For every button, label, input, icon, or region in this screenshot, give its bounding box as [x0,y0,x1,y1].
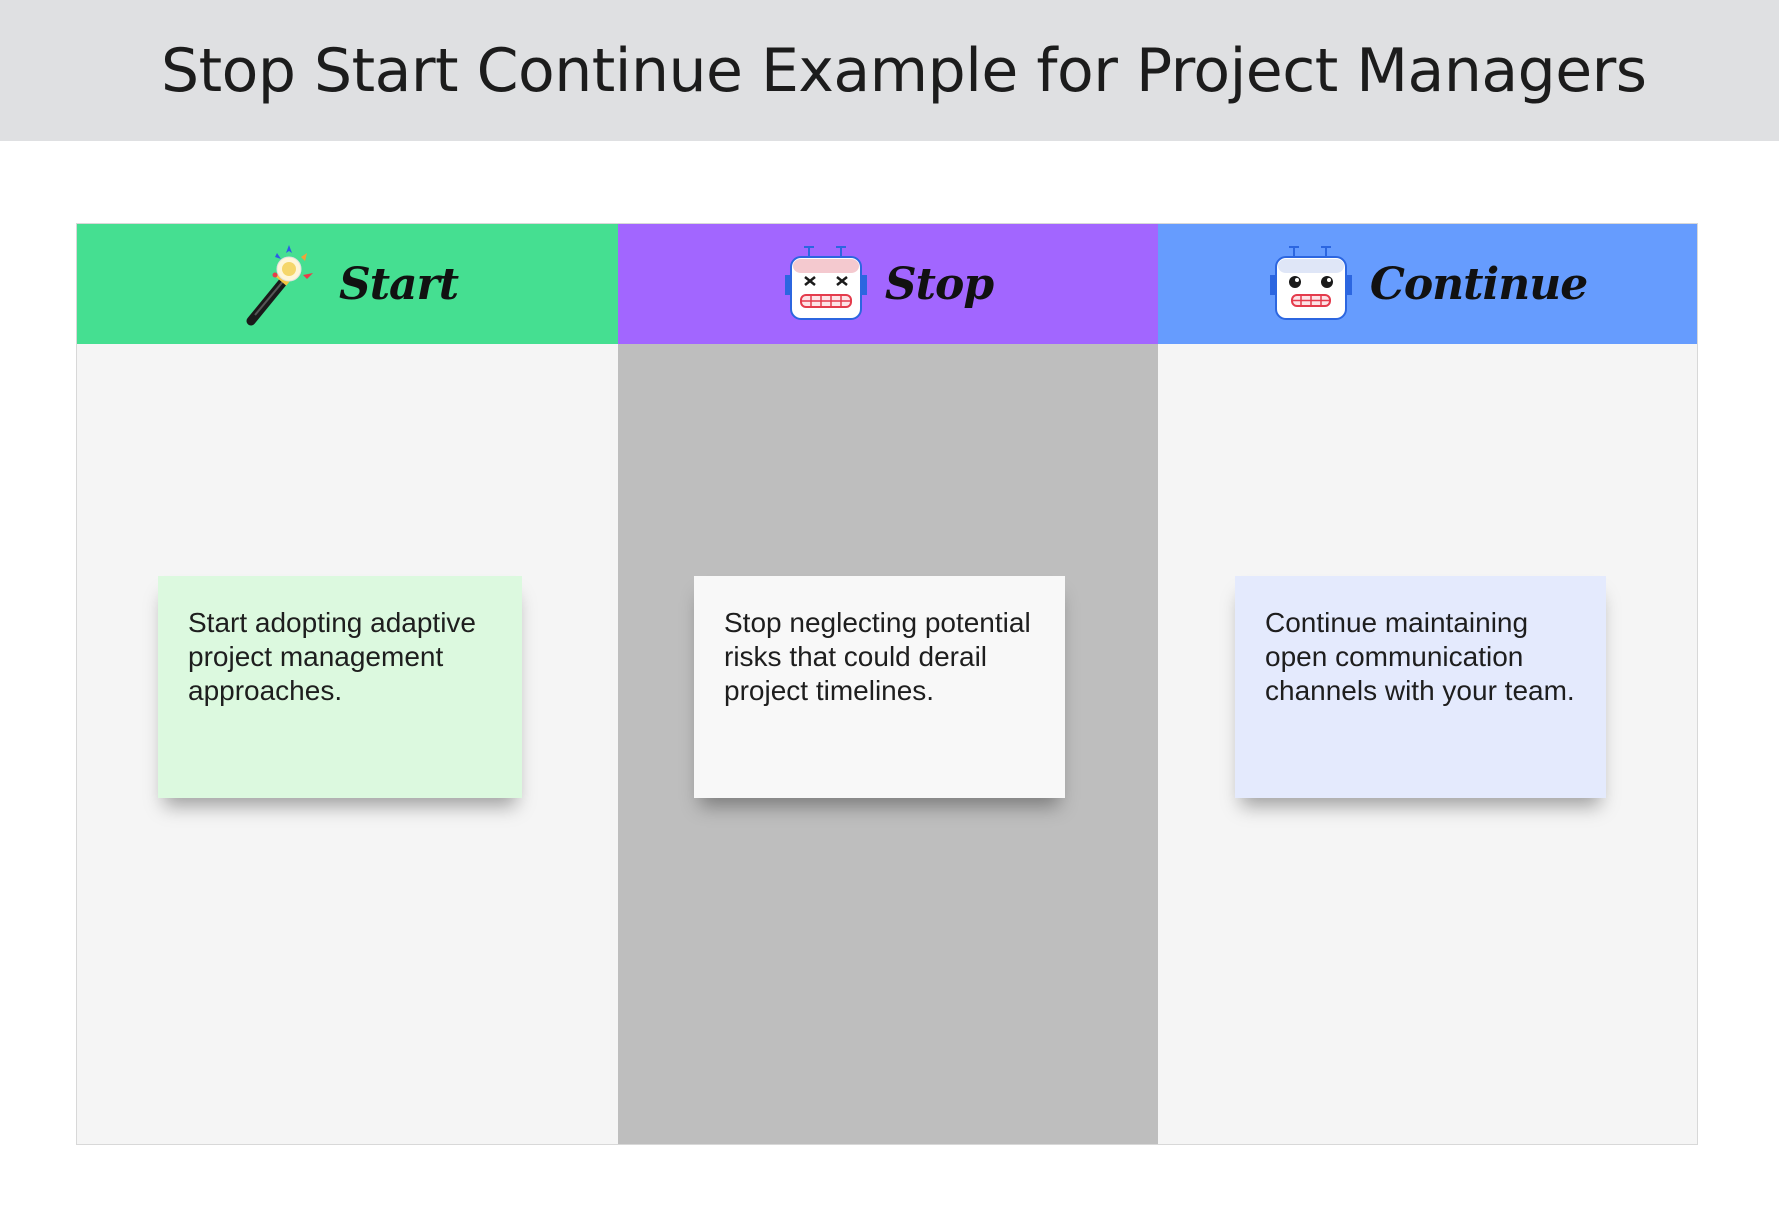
column-stop: Stop Stop neglecting potential risks tha… [618,224,1158,1144]
happy-robot-icon [1269,246,1352,320]
sticky-note-stop[interactable]: Stop neglecting potential risks that cou… [694,576,1065,798]
column-title-stop: Stop [884,258,994,310]
retro-board: Start Start adopting adaptive project ma… [76,223,1698,1145]
column-title-start: Start [338,258,459,310]
column-title-continue: Continue [1369,258,1588,310]
column-header-start[interactable]: Start [77,224,618,344]
sticky-note-start[interactable]: Start adopting adaptive project manageme… [158,576,522,798]
sticky-note-text: Continue maintaining open communication … [1265,607,1575,706]
column-continue: Continue Continue maintaining open commu… [1158,224,1697,1144]
sticky-note-continue[interactable]: Continue maintaining open communication … [1235,576,1606,798]
magic-wand-icon [246,245,313,326]
column-header-continue[interactable]: Continue [1158,224,1697,344]
column-start: Start Start adopting adaptive project ma… [77,224,618,1144]
column-header-stop[interactable]: Stop [618,224,1158,344]
sticky-note-text: Start adopting adaptive project manageme… [188,607,476,706]
page-title: Stop Start Continue Example for Project … [161,36,1647,106]
title-bar: Stop Start Continue Example for Project … [0,0,1779,141]
sticky-note-text: Stop neglecting potential risks that cou… [724,607,1031,706]
dizzy-robot-icon [784,246,867,320]
